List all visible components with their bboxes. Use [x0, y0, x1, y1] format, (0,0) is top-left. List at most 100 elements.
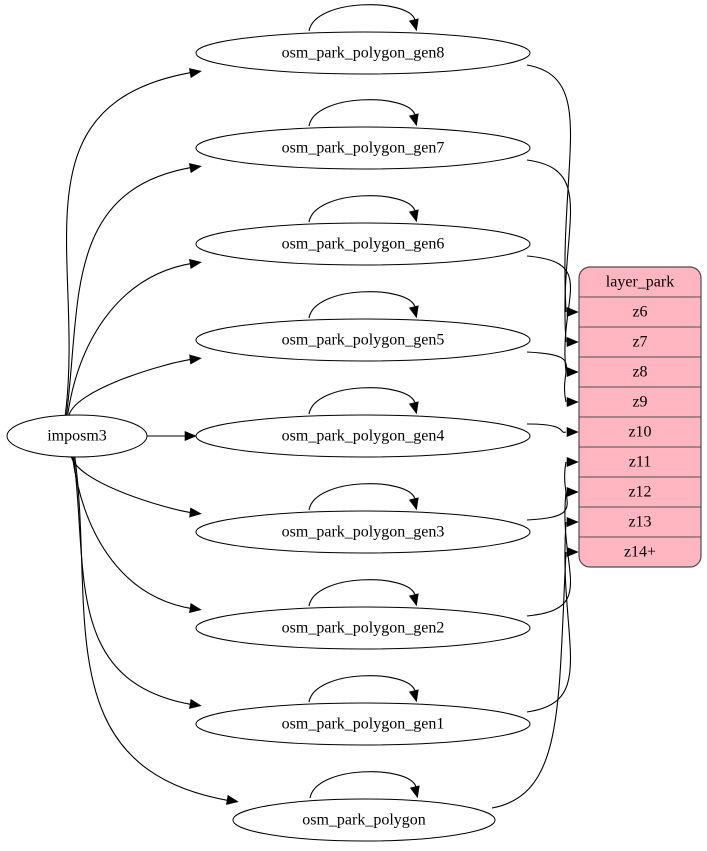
node-label: osm_park_polygon_gen1	[282, 716, 445, 733]
node-osm-park-polygon-gen7[interactable]: osm_park_polygon_gen7	[195, 126, 531, 170]
table-row[interactable]: z14+	[579, 536, 701, 567]
edge-arrowhead	[566, 336, 579, 348]
node-label: imposm3	[47, 428, 107, 445]
nodes-layer: imposm3 osm_park_polygon_gen8 osm_park_pol…	[6, 31, 531, 842]
table-row[interactable]: z9	[579, 386, 701, 418]
edge-arrowhead	[566, 306, 579, 318]
node-osm-park-polygon-gen5[interactable]: osm_park_polygon_gen5	[195, 318, 531, 362]
edge-self-loop	[308, 291, 416, 319]
zoom-row-cell	[579, 446, 701, 478]
edge-node-to-zoom-row	[526, 351, 567, 403]
edge-self-loop	[308, 195, 416, 223]
table-row[interactable]: z10	[579, 416, 701, 448]
node-imposm3[interactable]: imposm3	[6, 414, 148, 458]
edge-arrowhead	[184, 430, 197, 442]
edge-self-loop	[308, 675, 416, 703]
edge-self-loop	[308, 579, 416, 607]
node-label: osm_park_polygon_gen3	[282, 524, 445, 541]
edge-imposm3-to-node	[71, 454, 194, 610]
edge-imposm3-to-node	[65, 166, 194, 418]
edge-imposm3-to-node	[70, 454, 194, 514]
node-shape	[195, 222, 531, 266]
table-row[interactable]: z13	[579, 506, 701, 538]
edge-node-to-zoom-row	[526, 159, 572, 343]
table-row[interactable]: z7	[579, 326, 701, 358]
edge-arrowhead	[189, 603, 202, 613]
edge-imposm3-to-node	[66, 262, 194, 418]
node-osm-park-polygon-gen8[interactable]: osm_park_polygon_gen8	[195, 31, 531, 75]
zoom-row-cell	[579, 296, 701, 328]
zoom-row-cell	[579, 506, 701, 538]
zoom-row-cell	[579, 416, 701, 448]
edge-self-loop	[309, 771, 417, 799]
edge-node-to-zoom-row	[526, 521, 572, 713]
table-row[interactable]: z6	[579, 296, 701, 328]
node-label: osm_park_polygon_gen4	[282, 428, 445, 445]
edge-arrowhead	[189, 68, 202, 79]
edge-arrowhead	[566, 456, 579, 468]
edge-arrowhead	[189, 507, 202, 518]
edge-arrowhead	[408, 689, 419, 703]
node-shape	[195, 126, 531, 170]
edge-arrowhead	[408, 593, 419, 607]
edge-arrowhead	[566, 486, 579, 498]
edge-arrowhead	[189, 698, 202, 709]
edge-arrowhead	[189, 354, 202, 365]
edge-node-to-zoom-row	[526, 461, 568, 521]
table-header-cell	[579, 267, 701, 298]
zoom-row-label: z8	[632, 364, 647, 381]
edge-arrowhead	[566, 516, 579, 528]
node-osm-park-polygon-gen3[interactable]: osm_park_polygon_gen3	[195, 510, 531, 554]
node-label: osm_park_polygon_gen7	[282, 140, 445, 157]
node-osm-park-polygon-gen4[interactable]: osm_park_polygon_gen4	[195, 414, 531, 458]
node-shape	[195, 318, 531, 362]
edge-self-loop	[308, 99, 416, 127]
zoom-row-cell	[579, 476, 701, 508]
zoom-row-cell	[579, 536, 701, 567]
node-shape	[232, 798, 496, 842]
zoom-row-label: z10	[628, 424, 651, 441]
table-header-row: layer_park	[579, 267, 701, 298]
node-label: osm_park_polygon	[302, 812, 426, 829]
node-label: osm_park_polygon_gen2	[282, 620, 445, 637]
table-row[interactable]: z12	[579, 476, 701, 508]
zoom-row-label: z7	[632, 334, 647, 351]
node-osm-park-polygon-gen6[interactable]: osm_park_polygon_gen6	[195, 222, 531, 266]
edge-arrowhead	[408, 305, 419, 319]
edge-self-loop	[308, 4, 416, 32]
edge-self-loop	[308, 387, 416, 415]
zoom-row-cell	[579, 386, 701, 418]
edge-arrowhead	[408, 401, 419, 415]
table-row[interactable]: z11	[579, 446, 701, 478]
table-row[interactable]: z8	[579, 356, 701, 388]
node-shape	[6, 414, 148, 458]
node-label: osm_park_polygon_gen6	[282, 236, 445, 253]
node-osm-park-polygon-gen2[interactable]: osm_park_polygon_gen2	[195, 606, 531, 650]
node-shape	[195, 702, 531, 746]
node-osm-park-polygon[interactable]: osm_park_polygon	[232, 798, 496, 842]
node-label: osm_park_polygon_gen8	[282, 45, 445, 62]
edge-arrowhead	[408, 18, 419, 32]
edge-imposm3-to-node	[68, 358, 194, 418]
edges-layer	[64, 4, 579, 809]
edge-arrowhead	[408, 497, 419, 511]
zoom-row-label: z9	[632, 394, 647, 411]
edge-node-to-zoom-row	[526, 491, 571, 617]
edge-arrowhead	[408, 113, 419, 127]
edge-arrowhead	[566, 366, 579, 378]
zoom-row-label: z6	[632, 304, 647, 321]
edge-node-to-zoom-row	[491, 551, 567, 809]
edge-imposm3-to-node	[64, 71, 194, 418]
node-shape	[195, 31, 531, 75]
edge-node-to-zoom-row	[526, 423, 567, 433]
node-osm-park-polygon-gen1[interactable]: osm_park_polygon_gen1	[195, 702, 531, 746]
edge-arrowhead	[566, 546, 579, 558]
zoom-row-label: z11	[629, 454, 652, 471]
edge-node-to-zoom-row	[526, 64, 572, 313]
edge-arrowhead	[189, 163, 202, 174]
edge-arrowhead	[409, 785, 420, 799]
edge-arrowhead	[566, 426, 579, 438]
